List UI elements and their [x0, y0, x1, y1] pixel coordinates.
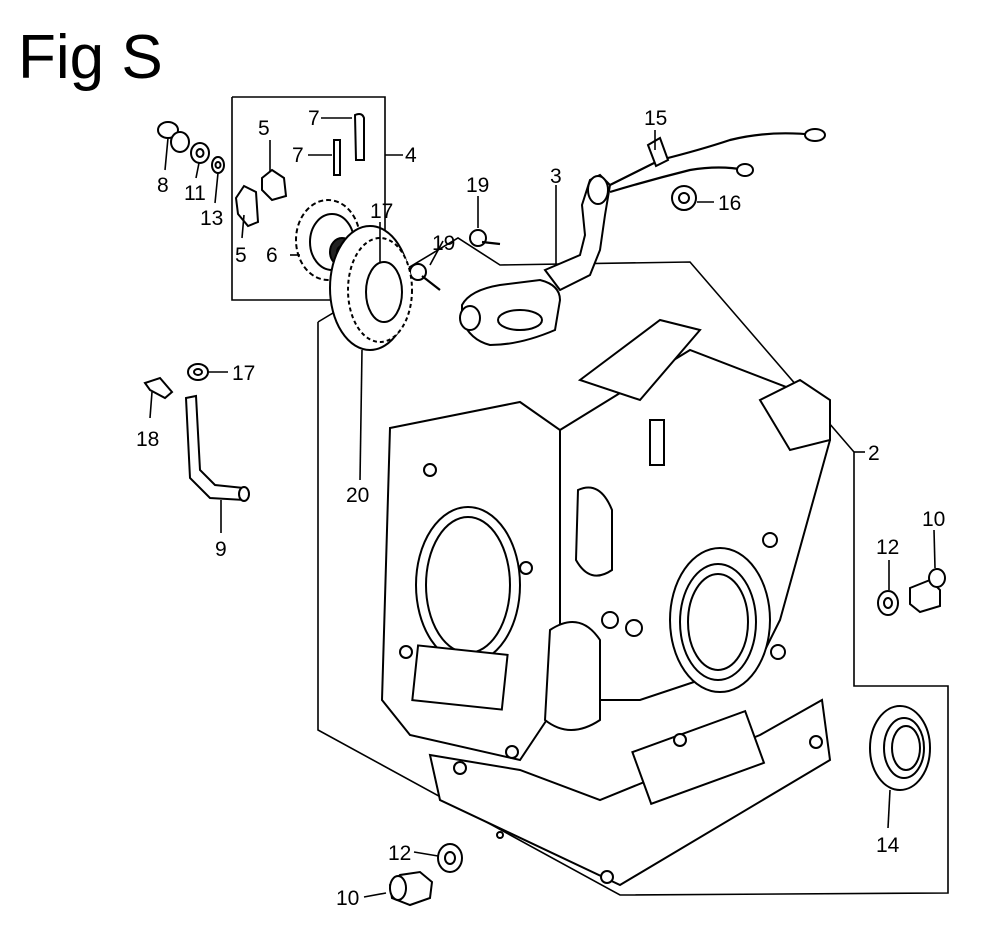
part-19-bolt-upper	[469, 229, 501, 247]
callout-18: 18	[136, 428, 159, 451]
callout-14: 14	[876, 834, 900, 857]
part-12-washer-bottom	[437, 843, 463, 873]
callout-5-lower: 5	[235, 244, 247, 267]
part-14-oil-seal	[869, 705, 931, 791]
part-16-nut	[671, 185, 697, 211]
part-12-washer-right	[877, 590, 899, 616]
part-5-holder	[234, 140, 288, 228]
callout-12-right: 12	[876, 536, 899, 559]
callout-15: 15	[644, 107, 667, 130]
callout-10-bottom: 10	[336, 887, 359, 910]
crankcase-group-outline	[317, 237, 949, 896]
callout-10-right: 10	[922, 508, 945, 531]
callout-11: 11	[184, 182, 206, 205]
callout-9: 9	[215, 538, 227, 561]
callout-4: 4	[405, 144, 417, 167]
callout-16: 16	[718, 192, 741, 215]
callout-labels: 8 11 13 5 5 7 7 4 6 17 19 19 3 15 16 17 …	[136, 107, 945, 910]
part-19-bolt-lower	[409, 263, 441, 291]
part-7-pins	[333, 113, 365, 176]
part-10-plug-right	[909, 568, 946, 614]
callout-5-upper: 5	[258, 117, 270, 140]
callout-20: 20	[346, 484, 369, 507]
callout-2: 2	[868, 442, 880, 465]
callout-7-lower: 7	[292, 144, 304, 167]
crankcase-body	[380, 318, 832, 887]
callout-6: 6	[266, 244, 278, 267]
part-9-tube	[184, 394, 250, 502]
callout-19-lower: 19	[432, 232, 455, 255]
part-10-plug-bottom	[388, 870, 434, 907]
part-13-washer	[211, 156, 225, 174]
callout-8: 8	[157, 174, 169, 197]
part-15-wiring	[609, 128, 826, 194]
callout-12-bottom: 12	[388, 842, 411, 865]
callout-17-lower: 17	[232, 362, 255, 385]
callout-3: 3	[550, 165, 562, 188]
figure-title: Fig S	[18, 23, 163, 92]
leader-lines	[149, 117, 936, 898]
part-17-nut-lower	[187, 363, 209, 381]
part-11-washer	[190, 142, 210, 164]
part-3-oil-switch	[459, 173, 612, 347]
part-8-bolt	[157, 121, 190, 153]
callout-19-upper: 19	[466, 174, 489, 197]
callout-17-upper: 17	[370, 200, 393, 223]
part-18-clip	[143, 376, 174, 400]
callout-13: 13	[200, 207, 223, 230]
callout-7-upper: 7	[308, 107, 320, 130]
part-20-bearing	[329, 225, 413, 351]
